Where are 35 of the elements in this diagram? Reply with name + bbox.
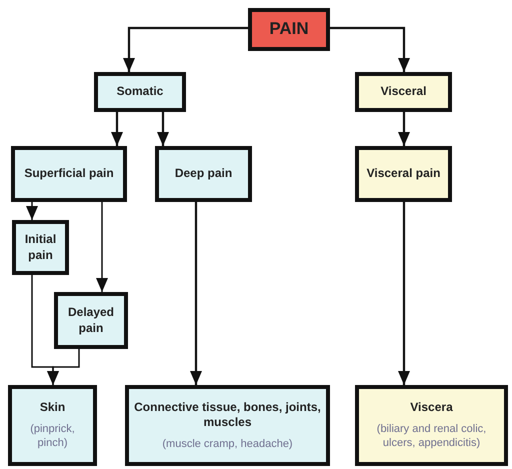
arrow <box>123 26 248 72</box>
node-label: Viscera <box>410 400 453 416</box>
process-box <box>11 146 127 202</box>
process-box <box>155 146 252 202</box>
node-label: PAIN <box>269 18 309 40</box>
node-label: Visceral pain <box>366 166 440 182</box>
arrow <box>26 202 38 220</box>
arrow <box>398 202 410 385</box>
example-text: (biliary and renal colic, ulcers, appendicitis) <box>376 422 488 451</box>
outcome-box <box>125 385 330 466</box>
outcome-box <box>8 385 97 466</box>
node-label: Connective tissue, bones, joints, muscles <box>133 400 322 431</box>
arrow <box>398 112 410 146</box>
arrow <box>190 202 202 385</box>
category-box <box>355 72 452 112</box>
node-label: Delayed pain <box>66 304 116 336</box>
example-text: (muscle cramp, headache) <box>162 436 293 452</box>
node-label: Initial pain <box>24 232 58 264</box>
process-box <box>355 146 452 202</box>
arrow <box>47 349 80 385</box>
arrow <box>157 112 169 146</box>
arrow <box>330 26 410 72</box>
node-label: Superficial pain <box>24 166 114 182</box>
example-text: (pinprick, pinch) <box>29 422 76 451</box>
arrow <box>111 112 123 146</box>
category-box <box>94 72 186 112</box>
process-box <box>12 220 69 275</box>
process-box <box>54 292 128 349</box>
node-label: Skin <box>40 400 66 416</box>
arrow <box>96 202 108 292</box>
node-label: Visceral <box>380 84 426 100</box>
node-label: Somatic <box>116 84 164 100</box>
root-box <box>248 8 330 51</box>
outcome-box <box>355 385 508 466</box>
node-label: Deep pain <box>174 166 232 182</box>
